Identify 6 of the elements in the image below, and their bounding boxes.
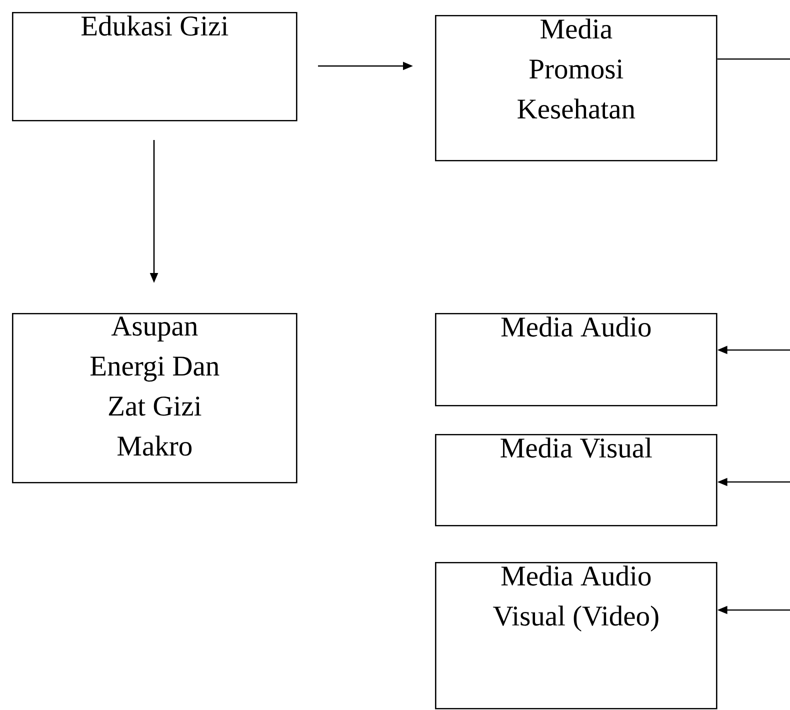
text-box: Asupan Energi Dan Zat Gizi Makro bbox=[12, 313, 298, 484]
text-box: Media Visual bbox=[435, 434, 718, 526]
text-box: Media Audio bbox=[435, 313, 718, 406]
text-box: Media Audio Visual (Video) bbox=[435, 562, 718, 710]
text-box: Media Promosi Kesehatan bbox=[435, 15, 718, 162]
text-box: Edukasi Gizi bbox=[12, 12, 298, 122]
